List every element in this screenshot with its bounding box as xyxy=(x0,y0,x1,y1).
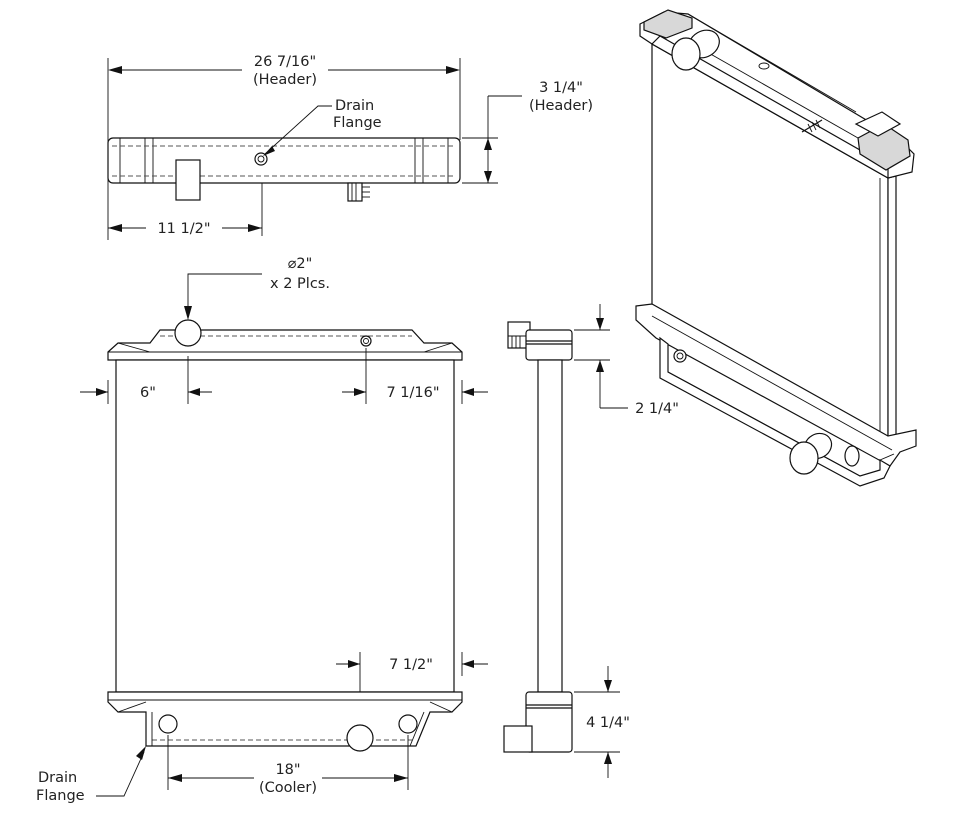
outlet-right-dimension: 7 1/2" xyxy=(336,652,488,728)
front-view: ⌀2" x 2 Plcs. 6" xyxy=(36,256,488,804)
header-height-dimension: 3 1/4" (Header) xyxy=(484,80,593,183)
drain-flange-top-label-1: Drain xyxy=(335,98,374,114)
header-width-dimension: 26 7/16" (Header) xyxy=(108,54,460,88)
inlet-right-dimension: 7 1/16" xyxy=(342,348,488,404)
cooler-width-sublabel: (Cooler) xyxy=(259,780,317,796)
inlet-diameter-callout: ⌀2" x 2 Plcs. xyxy=(184,256,330,320)
side-top-tank xyxy=(525,329,573,361)
outlet-bottom xyxy=(346,724,374,752)
header-height-label: 3 1/4" xyxy=(539,80,583,96)
inlet-diameter-label: ⌀2" xyxy=(288,256,313,272)
header-height-sublabel: (Header) xyxy=(529,98,593,114)
side-depth-dimension: 2 1/4" xyxy=(574,304,679,417)
cooler-depth-label: 4 1/4" xyxy=(586,715,630,731)
radiator-core xyxy=(115,359,455,693)
drain-flange-bottom-label-2: Flange xyxy=(36,788,85,804)
inlet-right-label: 7 1/16" xyxy=(386,385,439,401)
drain-flange-bottom-label-1: Drain xyxy=(38,770,77,786)
inlet-left-label: 6" xyxy=(140,385,156,401)
outlet-right-label: 7 1/2" xyxy=(389,657,433,673)
top-tank-front xyxy=(107,329,463,361)
inlet-left-dimension: 6" xyxy=(80,356,212,404)
header-width-sublabel: (Header) xyxy=(253,72,317,88)
side-bottom-tank xyxy=(525,691,573,753)
header-offset-label: 11 1/2" xyxy=(157,221,210,237)
iso-inlet xyxy=(671,37,701,71)
cooler-depth-dimension: 4 1/4" xyxy=(574,666,633,778)
drain-flange-top xyxy=(254,152,268,166)
drain-flange-top-label-2: Flange xyxy=(333,115,382,131)
cooler-width-dimension: 18" (Cooler) xyxy=(167,735,409,796)
inlet-top xyxy=(174,319,202,347)
side-depth-label: 2 1/4" xyxy=(635,401,679,417)
bottom-tank-front xyxy=(107,691,463,747)
side-core xyxy=(537,359,563,693)
cooler-width-label: 18" xyxy=(275,762,300,778)
side-view: 2 1/4" 4 1/4" xyxy=(503,304,679,778)
header-offset-dimension: 11 1/2" xyxy=(108,221,262,237)
inlet-qty-label: x 2 Plcs. xyxy=(270,276,330,292)
isometric-view xyxy=(635,9,917,487)
iso-outlet xyxy=(789,441,819,475)
top-view: 26 7/16" (Header) Drain Flange xyxy=(107,54,593,240)
header-width-label: 26 7/16" xyxy=(254,54,316,70)
drain-flange-bottom-callout: Drain Flange xyxy=(36,746,146,804)
